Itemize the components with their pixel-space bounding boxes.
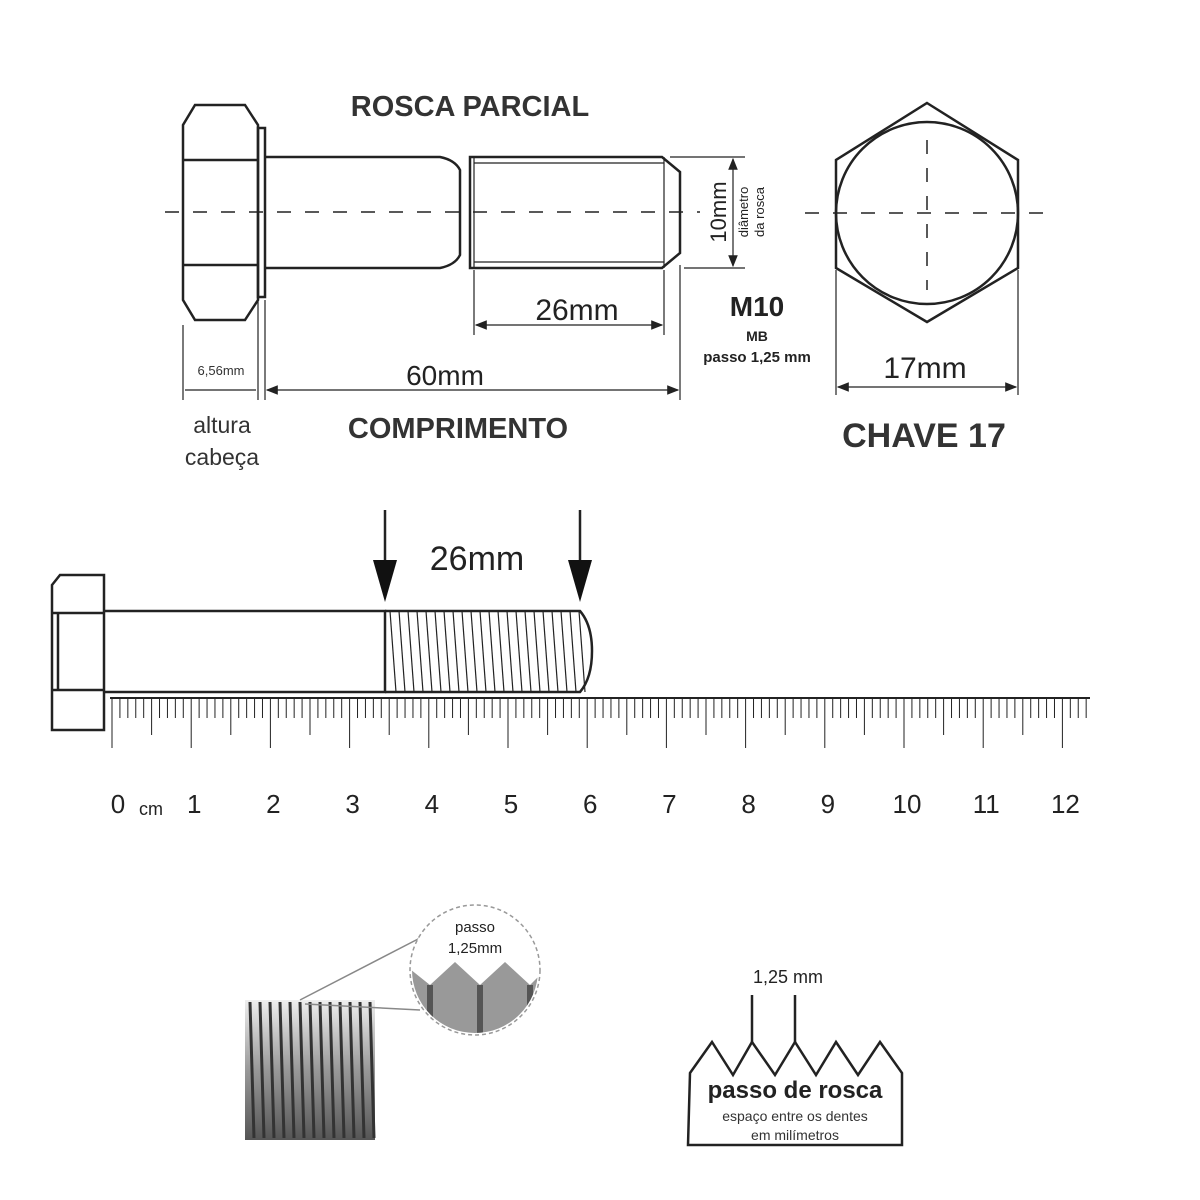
ruler-bolt-head xyxy=(50,573,106,732)
wrench-size-label: 17mm xyxy=(883,352,966,385)
title-rosca-parcial: ROSCA PARCIAL xyxy=(351,91,589,123)
thread-line xyxy=(407,610,415,693)
ruler-unit: cm xyxy=(139,799,163,819)
wrench-title: CHAVE 17 xyxy=(842,417,1006,455)
thread-line xyxy=(569,610,577,693)
diameter-caption-2: da rosca xyxy=(752,186,767,237)
cylinder-ridge xyxy=(258,1001,266,1139)
cylinder-ridge xyxy=(268,1001,276,1139)
thread-line xyxy=(416,610,424,693)
pitch-diagram: 1,25 mm passo de rosca espaço entre os d… xyxy=(686,967,904,1147)
thread-line xyxy=(452,610,460,693)
thread-line xyxy=(425,610,433,693)
hex-head xyxy=(834,101,1020,324)
cylinder-ridge xyxy=(338,1001,346,1139)
bolt-hex-view: 17mm CHAVE 17 xyxy=(805,101,1048,455)
thread-line xyxy=(560,610,568,693)
pitch-caption-2: em milímetros xyxy=(751,1127,839,1143)
magnifier-label-1: passo xyxy=(455,919,495,936)
bolt-thread xyxy=(468,155,682,270)
thread-length-label: 26mm xyxy=(535,294,618,327)
pitch-caption-1: espaço entre os dentes xyxy=(722,1108,868,1124)
thread-line xyxy=(389,610,397,693)
ruler-label: 6 xyxy=(583,789,597,819)
thread-line xyxy=(578,610,586,693)
thread-line xyxy=(542,610,550,693)
thread-line xyxy=(470,610,478,693)
head-height-caption-1: altura xyxy=(193,412,251,438)
ruler-ticks xyxy=(111,698,1087,748)
thread-line xyxy=(479,610,487,693)
cylinder-ridge xyxy=(308,1001,316,1139)
head-height-caption-2: cabeça xyxy=(185,444,259,470)
ruler-label: 1 xyxy=(187,789,201,819)
ruler-bolt-shank xyxy=(104,609,387,694)
thread-line xyxy=(497,610,505,693)
thread-line xyxy=(398,610,406,693)
magnifier-label-2: 1,25mm xyxy=(448,940,502,957)
cylinder-ridge xyxy=(328,1001,336,1139)
thread-line xyxy=(551,610,559,693)
ruler-thread-length-label: 26mm xyxy=(430,540,524,578)
ruler-label: 9 xyxy=(821,789,835,819)
cylinder-ridge xyxy=(318,1001,326,1139)
arrow-down-icon xyxy=(568,560,592,602)
thread-line xyxy=(434,610,442,693)
cylinder-ridge xyxy=(368,1001,376,1139)
pitch-value: 1,25 mm xyxy=(753,967,823,987)
head-height-label: 6,56mm xyxy=(198,363,245,378)
ruler-label: 8 xyxy=(741,789,755,819)
pitch-title: passo de rosca xyxy=(708,1077,883,1104)
ruler-label: 12 xyxy=(1051,789,1080,819)
thread-teeth-box xyxy=(686,1039,904,1147)
ruler-label: 4 xyxy=(425,789,439,819)
ruler-bolt-thread xyxy=(385,609,594,694)
length-title: COMPRIMENTO xyxy=(348,413,568,445)
ruler-label: 0 xyxy=(111,789,125,819)
cylinder-ridge xyxy=(358,1001,366,1139)
thread-line xyxy=(461,610,469,693)
thread-line xyxy=(488,610,496,693)
ruler-label: 11 xyxy=(973,789,1000,819)
spec-size: M10 xyxy=(730,291,784,322)
ruler-label: 7 xyxy=(662,789,676,819)
cylinder-ridge xyxy=(298,1001,306,1139)
cylinder-ridge xyxy=(288,1001,296,1139)
length-label: 60mm xyxy=(406,360,484,391)
thread-line xyxy=(515,610,523,693)
diameter-label: 10mm xyxy=(706,181,731,242)
spec-type: MB xyxy=(746,328,768,344)
cylinder-ridge xyxy=(248,1001,256,1139)
thread-line xyxy=(443,610,451,693)
ruler-label: 5 xyxy=(504,789,518,819)
bolt-shank xyxy=(265,155,462,270)
thread-line xyxy=(524,610,532,693)
bolt-head xyxy=(181,103,260,322)
bolt-side-view: ROSCA PARCIAL 26mm 60mm 6,56mm altura ca… xyxy=(165,91,811,470)
ruler-label: 2 xyxy=(266,789,280,819)
arrow-down-icon xyxy=(373,560,397,602)
thread-line xyxy=(506,610,514,693)
thread-magnifier: passo 1,25mm xyxy=(245,904,541,1140)
ruler-label: 3 xyxy=(345,789,359,819)
cylinder-ridge xyxy=(278,1001,286,1139)
diameter-caption-1: diâmetro xyxy=(736,187,751,238)
spec-pitch: passo 1,25 mm xyxy=(703,349,811,366)
cylinder-ridge xyxy=(348,1001,356,1139)
thread-line xyxy=(533,610,541,693)
ruler-label: 10 xyxy=(893,789,922,819)
